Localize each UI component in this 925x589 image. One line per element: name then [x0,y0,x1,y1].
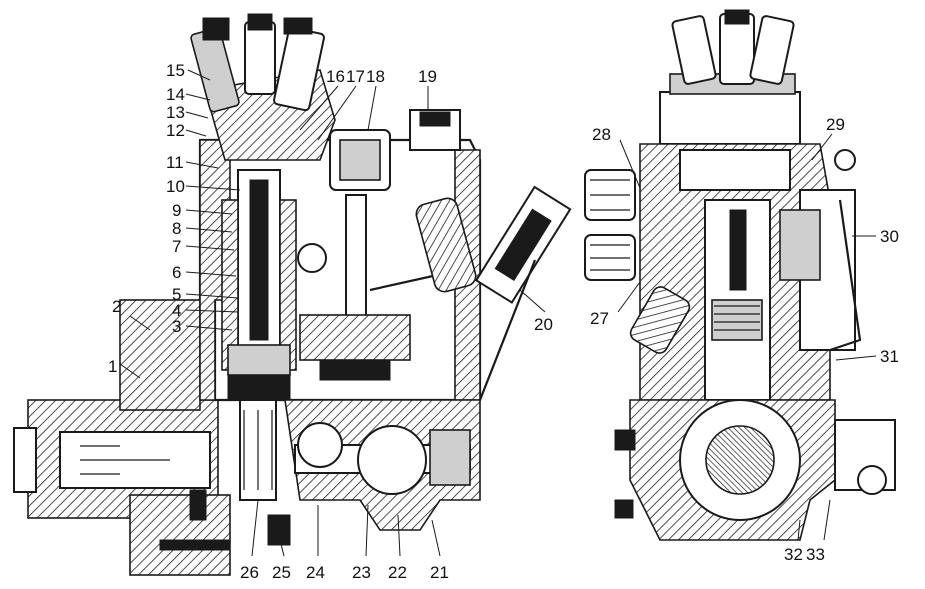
callout-28: 28 [592,125,611,144]
callout-21: 21 [430,563,449,582]
leader-lines [119,69,877,557]
callout-14: 14 [166,85,185,104]
callout-31: 31 [880,347,899,366]
callout-7: 7 [172,237,181,256]
callout-33: 33 [806,545,825,564]
bearing [429,429,471,486]
roller-ring [357,425,427,495]
spring-seat [227,344,291,376]
callout-24: 24 [306,563,325,582]
callout-16: 16 [326,67,345,86]
head-block [659,91,801,145]
callout-25: 25 [272,563,291,582]
callout-11: 11 [166,153,184,172]
advance-unit [629,286,691,354]
callout-30: 30 [880,227,899,246]
callout-23: 23 [352,563,371,582]
callout-22: 22 [388,563,407,582]
callout-2: 2 [112,297,121,316]
cam-plate [227,374,291,401]
callout-1: 1 [108,357,117,376]
callout-26: 26 [240,563,259,582]
callout-15: 15 [166,61,185,80]
callout-12: 12 [166,121,185,140]
lower-flange [129,494,231,576]
control-lever-spring [415,197,477,293]
callout-19: 19 [418,67,437,86]
callout-8: 8 [172,219,181,238]
mounting-flange [119,299,201,411]
callout-32: 32 [784,545,803,564]
callout-9: 9 [172,201,181,220]
upper-chamber [679,149,791,191]
left-section-view [13,13,572,576]
outlet-fitting-center [244,21,276,95]
callout-29: 29 [826,115,845,134]
pivot-link [297,243,327,273]
callout-labels: 1 2 3 4 5 6 7 8 9 10 11 12 13 14 15 16 1… [108,61,899,582]
control-sleeve [779,209,821,281]
callout-18: 18 [366,67,385,86]
callout-6: 6 [172,263,181,282]
callout-3: 3 [172,317,181,336]
outlet-fitting-3 [749,15,795,85]
spring [711,299,763,341]
outlet-fitting-1 [671,15,717,85]
drive-shaft-section [705,425,775,495]
callout-4: 4 [172,301,181,320]
callout-13: 13 [166,103,185,122]
shaft-end-nut [13,427,37,493]
callout-17: 17 [346,67,365,86]
callout-27: 27 [590,309,609,328]
callout-10: 10 [166,177,185,196]
right-section-view [584,9,896,541]
callout-20: 20 [534,315,553,334]
callout-5: 5 [172,285,181,304]
governor-weights [299,314,411,361]
